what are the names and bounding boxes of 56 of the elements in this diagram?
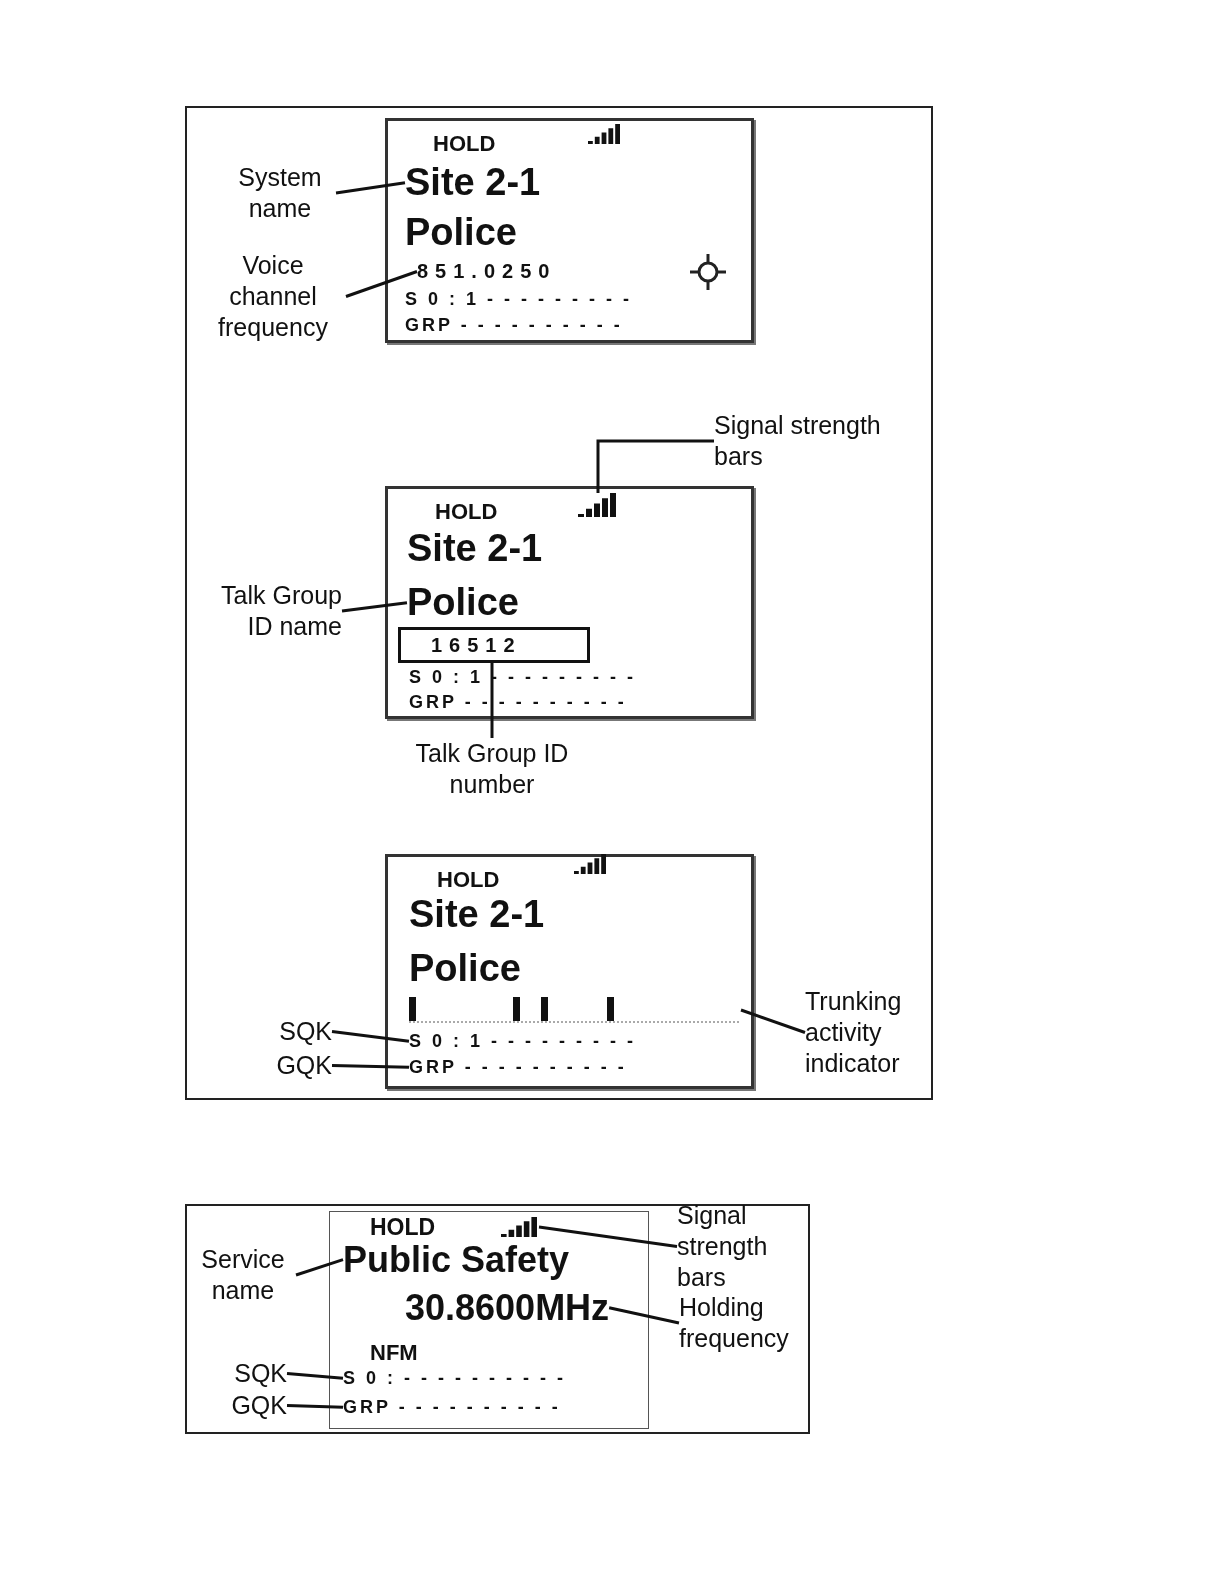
- lcd-display: [385, 854, 754, 1089]
- display-text: 30.8600MHz: [405, 1287, 610, 1329]
- display-text: HOLD: [433, 131, 496, 157]
- callout-label: Talk Group ID name: [192, 580, 342, 642]
- leader-line: [295, 1258, 344, 1277]
- display-text: Police: [409, 947, 521, 991]
- callout-label: SQK: [264, 1016, 332, 1047]
- leader-line: [331, 1030, 410, 1043]
- display-text: S 0 : - - - - - - - - - -: [343, 1368, 566, 1389]
- callout-label: Talk Group ID number: [394, 738, 590, 800]
- display-text: HOLD: [435, 499, 498, 525]
- leader-line: [345, 270, 418, 298]
- display-text: GRP - - - - - - - - - -: [405, 315, 623, 336]
- callout-label: Service name: [190, 1244, 296, 1306]
- display-text: Public Safety: [343, 1239, 570, 1281]
- display-text: HOLD: [437, 867, 500, 893]
- leader-line: [596, 439, 714, 493]
- leader-line: [286, 1404, 344, 1409]
- signal-bars-icon: [501, 1217, 539, 1237]
- display-text: Site 2-1: [407, 527, 543, 571]
- leader-line: [608, 1306, 680, 1325]
- callout-label: GQK: [264, 1050, 332, 1081]
- callout-label: System name: [224, 162, 336, 224]
- display-text: NFM: [370, 1340, 418, 1366]
- callout-label: GQK: [217, 1390, 287, 1421]
- display-text: Police: [407, 581, 519, 625]
- panel-frame: [185, 106, 933, 1100]
- lcd-display: [329, 1211, 649, 1429]
- signal-bars-icon: [578, 493, 618, 517]
- leader-line: [538, 1225, 678, 1248]
- display-text: 851.0250: [417, 260, 557, 283]
- callout-label: Signal strength bars: [677, 1200, 797, 1293]
- leader-line: [490, 663, 494, 738]
- panel-frame: [185, 1204, 810, 1434]
- callout-label: SQK: [217, 1358, 287, 1389]
- leader-line: [341, 601, 408, 613]
- display-text: GRP - - - - - - - - - -: [343, 1397, 561, 1418]
- callout-label: Holding frequency: [679, 1292, 809, 1354]
- leader-line: [286, 1372, 344, 1380]
- leader-line: [335, 181, 406, 195]
- callout-label: Voice channel frequency: [200, 250, 346, 343]
- display-text: Site 2-1: [405, 161, 541, 205]
- callout-label: Trunking activity indicator: [805, 986, 930, 1079]
- lcd-display: [385, 118, 754, 343]
- display-text: GRP - - - - - - - - - -: [409, 1057, 627, 1078]
- display-text: 16512: [398, 627, 590, 663]
- callout-label: Signal strength bars: [714, 410, 889, 472]
- display-text: HOLD: [370, 1214, 436, 1241]
- lcd-display: [385, 486, 754, 719]
- leader-line: [331, 1064, 410, 1069]
- display-text: S 0 : 1 - - - - - - - - -: [409, 1031, 636, 1052]
- display-text: S 0 : 1 - - - - - - - - -: [405, 289, 632, 310]
- display-text: Site 2-1: [409, 893, 545, 937]
- display-text: GRP - - - - - - - - - -: [409, 692, 627, 713]
- leader-line: [740, 1008, 806, 1034]
- display-text: Police: [405, 211, 517, 255]
